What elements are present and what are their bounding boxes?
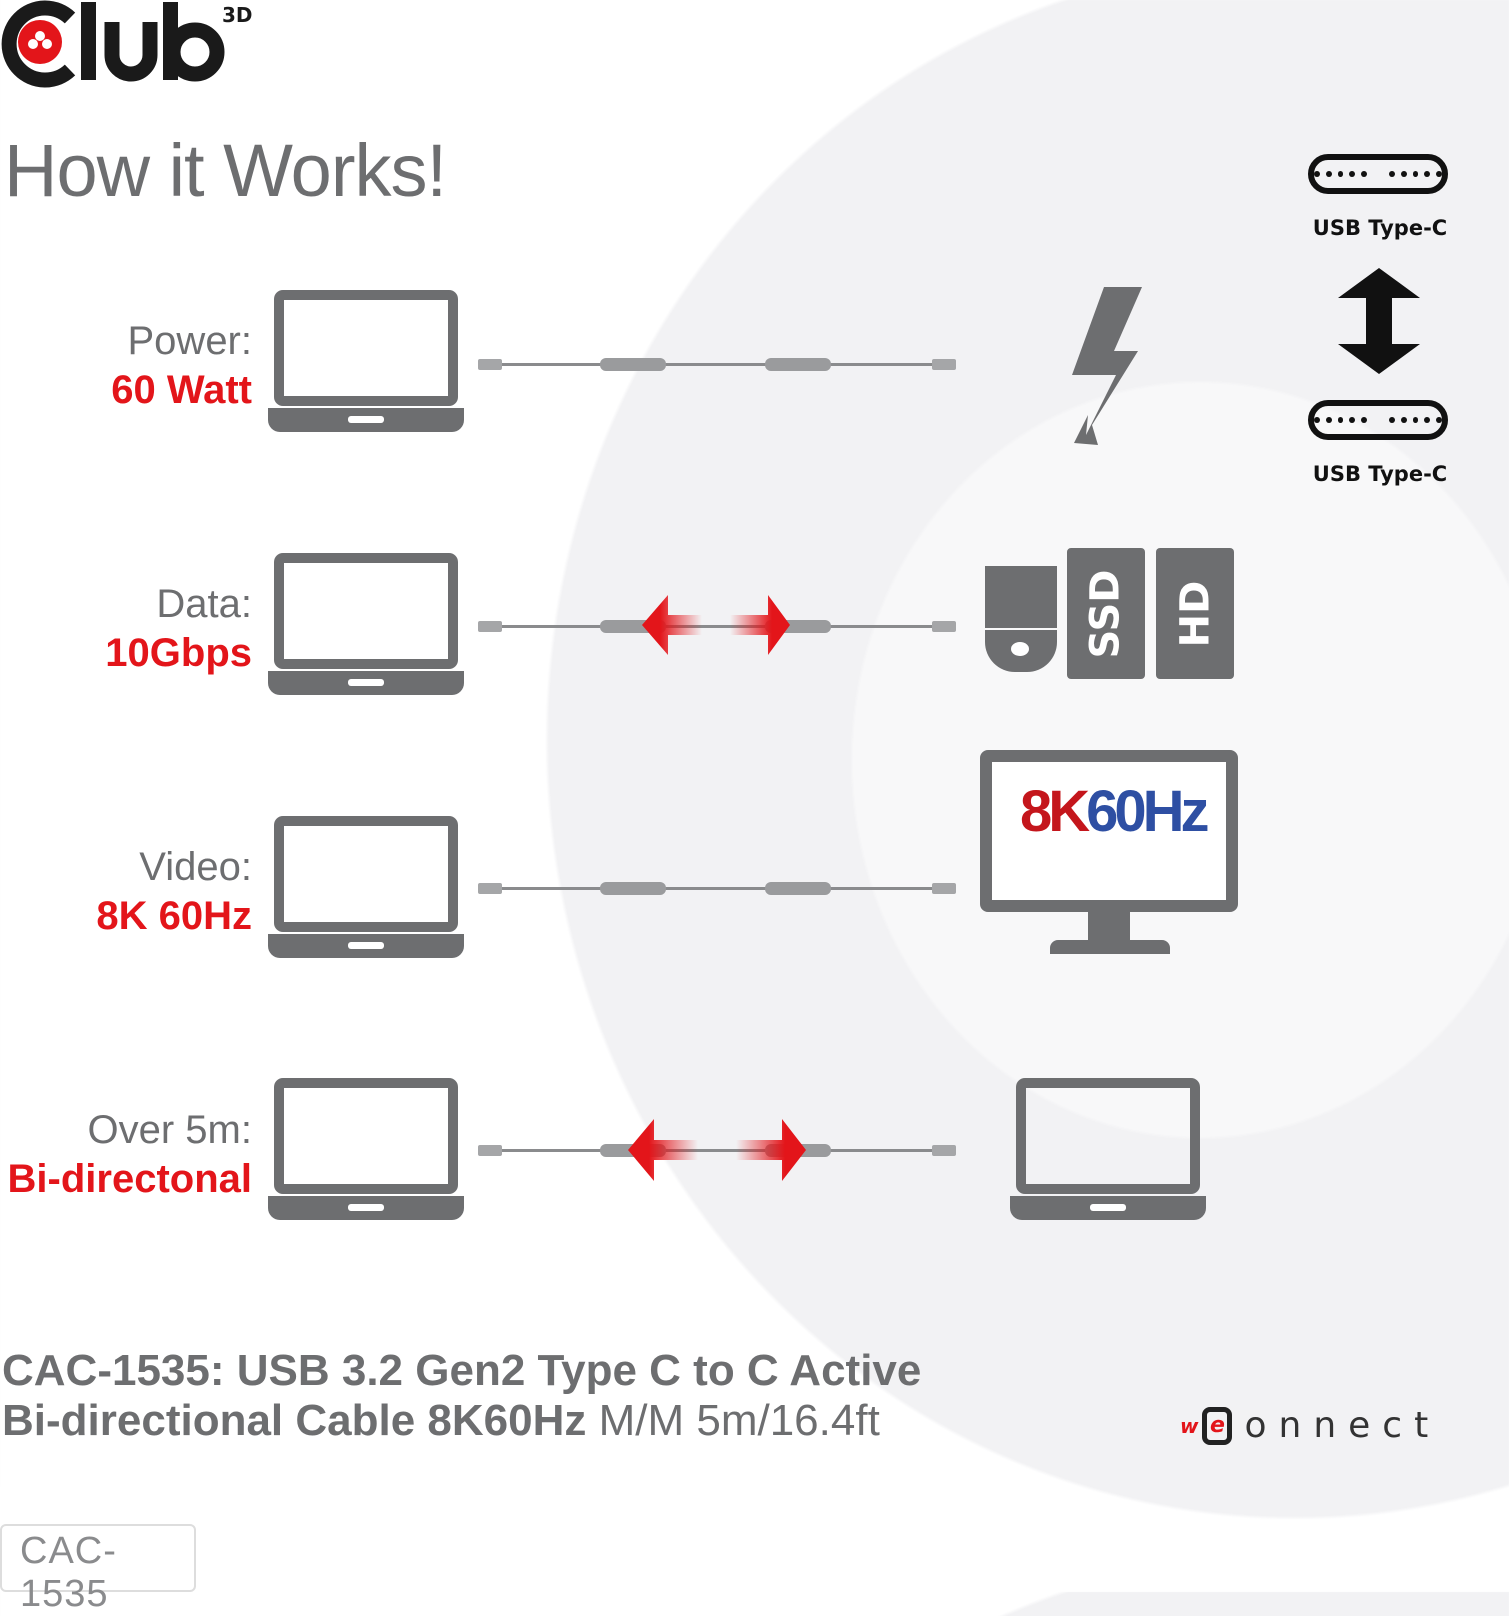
- bidirectional-arrow-icon: [642, 595, 790, 655]
- product-title: CAC-1535: USB 3.2 Gen2 Type C to C Activ…: [2, 1346, 1102, 1446]
- ssd-label: SSD: [1083, 568, 1129, 659]
- laptop-icon: [268, 1078, 464, 1220]
- label-value: 60 Watt: [111, 368, 252, 412]
- product-title-specs: M/M 5m/16.4ft: [586, 1396, 880, 1445]
- ssd-icon: SSD: [1067, 548, 1145, 679]
- monitor-icon: 8K60Hz: [980, 750, 1238, 956]
- lightning-bolt-icon: [1072, 287, 1142, 445]
- hd-label: HD: [1172, 580, 1218, 647]
- slogan-w: w: [1180, 1413, 1199, 1438]
- optical-drive-icon: [985, 566, 1057, 678]
- product-title-line1: CAC-1535: USB 3.2 Gen2 Type C to C Activ…: [2, 1346, 922, 1395]
- cable-icon: [478, 354, 956, 374]
- bidirectional-arrow-icon: [628, 1119, 806, 1181]
- svg-text:3D: 3D: [222, 3, 253, 27]
- hd-icon: HD: [1156, 548, 1234, 679]
- label-key: Data:: [156, 582, 252, 626]
- product-title-line2: Bi-directional Cable 8K60Hz: [2, 1396, 587, 1445]
- row-power-label: Power: 60 Watt: [111, 318, 252, 416]
- laptop-icon: [268, 290, 464, 432]
- label-key: Video:: [139, 845, 252, 889]
- usb-top-label: USB Type-C: [1312, 216, 1448, 240]
- label-value: 10Gbps: [105, 631, 252, 675]
- row-video-label: Video: 8K 60Hz: [96, 844, 252, 942]
- label-value: 8K 60Hz: [96, 894, 252, 938]
- monitor-8k-text: 8K: [1020, 779, 1090, 844]
- monitor-60hz-text: 60Hz: [1086, 779, 1209, 844]
- row-distance-label: Over 5m: Bi-directonal: [8, 1107, 252, 1205]
- slogan-rest: onnect: [1244, 1405, 1441, 1446]
- slogan-e: e: [1202, 1406, 1233, 1445]
- usb-c-port-icon: [1308, 154, 1448, 194]
- usb-bottom-label: USB Type-C: [1312, 462, 1448, 486]
- label-key: Power:: [127, 319, 253, 363]
- laptop-icon: [1010, 1078, 1206, 1220]
- laptop-icon: [268, 816, 464, 958]
- laptop-icon: [268, 553, 464, 695]
- label-value: Bi-directonal: [7, 1157, 252, 1201]
- sku-badge: CAC-1535: [0, 1524, 196, 1615]
- usb-c-port-icon: [1308, 400, 1448, 440]
- double-arrow-icon: [1338, 268, 1420, 374]
- row-data-label: Data: 10Gbps: [105, 581, 252, 679]
- label-key: Over 5m:: [87, 1108, 252, 1152]
- page-title: How it Works!: [4, 129, 447, 212]
- cable-icon: [478, 878, 956, 898]
- club3d-logo: 3D: [1, 0, 253, 88]
